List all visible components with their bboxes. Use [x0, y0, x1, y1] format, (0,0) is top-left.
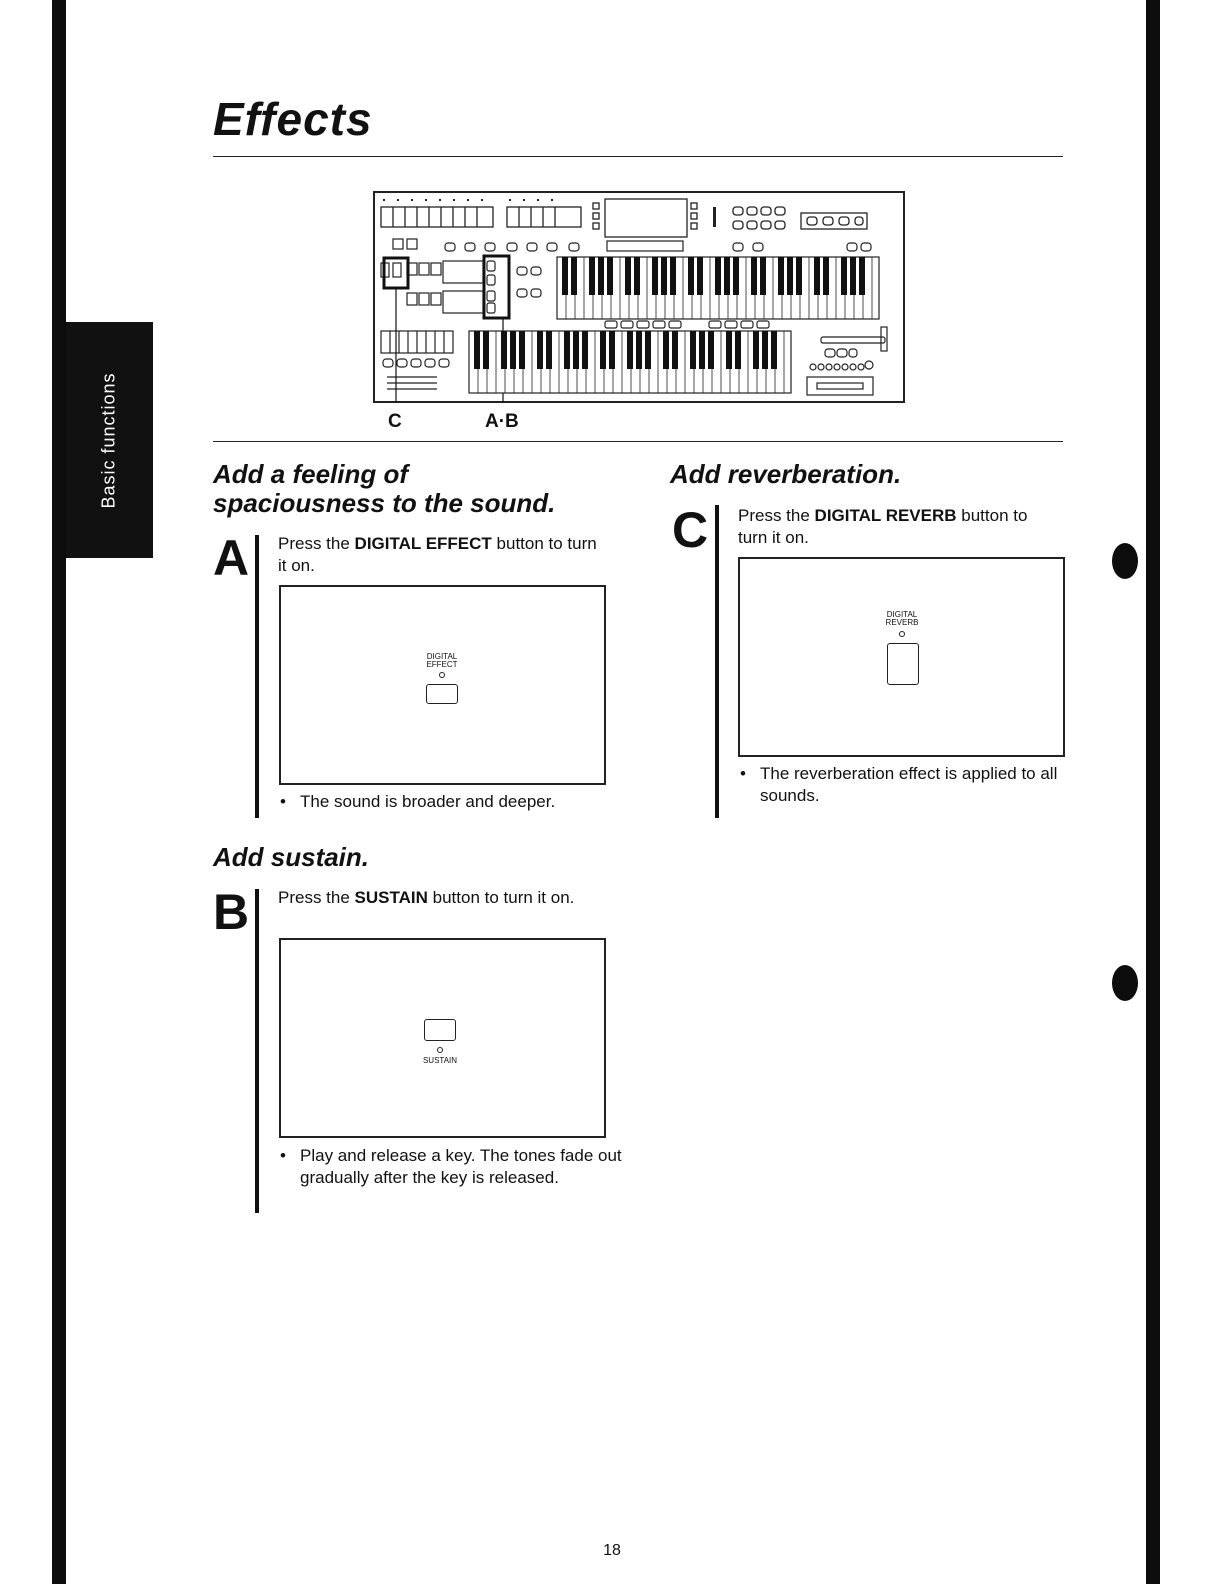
section-tab-label: Basic functions [99, 371, 119, 509]
digital-effect-button-icon [426, 684, 458, 704]
sustain-illustration: SUSTAIN [279, 938, 606, 1138]
binder-hole [1112, 965, 1138, 1001]
heading-spaciousness: Add a feeling of spaciousness to the sou… [213, 460, 555, 518]
bullet-icon: • [280, 1146, 286, 1165]
step-text-c: Press the DIGITAL REVERB button to turn … [738, 506, 1028, 547]
digital-effect-label: DIGITAL EFFECT [426, 652, 458, 669]
note-a: • The sound is broader and deeper. [280, 792, 556, 811]
step-bar-b [255, 889, 259, 1213]
page-title: Effects [213, 93, 373, 145]
middle-button-row [392, 238, 872, 252]
heading-sustain: Add sustain. [213, 842, 370, 872]
heading-reverberation: Add reverberation. [670, 459, 902, 489]
bullet-icon: • [740, 764, 746, 783]
step-bar-c [715, 505, 719, 818]
upper-tab-buttons [380, 198, 868, 238]
sustain-led-icon [437, 1047, 443, 1053]
callout-label-ab: A·B [485, 411, 519, 432]
section-tab: Basic functions [66, 322, 153, 558]
button-name-sustain: SUSTAIN [354, 888, 428, 907]
right-lower-controls [806, 326, 888, 396]
step-text-b: Press the SUSTAIN button to turn it on. [278, 888, 575, 907]
callout-label-c: C [388, 411, 402, 432]
page-number: 18 [603, 1542, 621, 1559]
section-rule [213, 441, 1063, 442]
keyboard-panel-illustration [373, 191, 905, 403]
digital-reverb-label: DIGITAL REVERB [885, 610, 919, 627]
between-keyboards-buttons [604, 320, 770, 329]
callout-box-ab [482, 254, 511, 320]
note-b: • Play and release a key. The tones fade… [280, 1146, 622, 1187]
digital-reverb-led-icon [899, 631, 905, 637]
heading-spaciousness-line2: spaciousness to the sound. [213, 488, 556, 518]
upper-tick-marks [383, 199, 716, 227]
digital-reverb-button-icon [887, 643, 919, 685]
digital-effect-illustration: DIGITAL EFFECT [279, 585, 606, 785]
sustain-button-icon [424, 1019, 456, 1041]
lower-keyboard [468, 330, 792, 394]
step-letter-c: C [672, 502, 709, 558]
effect-buttons-column [486, 260, 542, 314]
note-c: • The reverberation effect is applied to… [740, 764, 1058, 805]
step-letter-a: A [213, 530, 250, 586]
bullet-icon: • [280, 792, 286, 811]
step-bar-a [255, 535, 259, 818]
binder-hole [1112, 543, 1138, 579]
left-button-grid [380, 260, 484, 390]
scan-edge-right [1146, 0, 1160, 1584]
sustain-label: SUSTAIN [422, 1056, 458, 1065]
button-name-digital-reverb: DIGITAL REVERB [814, 506, 957, 525]
disk-drive [806, 376, 874, 396]
step-text-a: Press the DIGITAL EFFECT button to turn … [278, 534, 597, 575]
upper-keyboard [556, 256, 880, 320]
button-name-digital-effect: DIGITAL EFFECT [354, 534, 492, 553]
title-rule [213, 156, 1063, 157]
heading-spaciousness-line1: Add a feeling of [213, 459, 408, 489]
digital-reverb-illustration: DIGITAL REVERB [738, 557, 1065, 757]
step-letter-b: B [213, 884, 250, 940]
lcd-display [604, 198, 688, 238]
digital-effect-led-icon [439, 672, 445, 678]
scan-edge-left [52, 0, 66, 1584]
